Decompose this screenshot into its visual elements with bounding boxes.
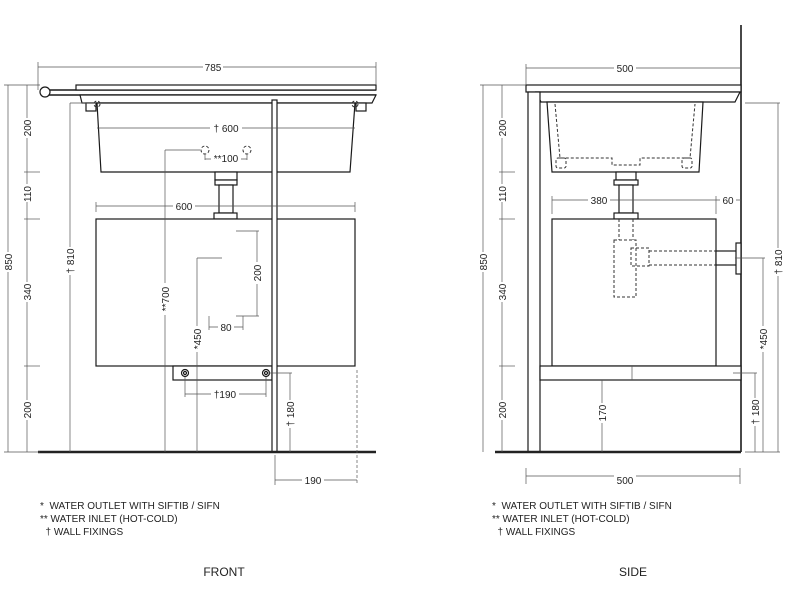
front-dimensions: 785 850 200 110 340 200 † 810 **700 *450 xyxy=(2,60,377,487)
countertop xyxy=(525,84,742,93)
dim-outlet-height: *450 xyxy=(193,328,204,349)
dim-bracket-height: † 180 xyxy=(286,401,297,426)
side-view: 500 500 850 200 110 340 200 † 810 *450 xyxy=(477,25,785,487)
dim-overall-width: 785 xyxy=(205,63,222,74)
wall-bracket xyxy=(172,365,273,381)
side-basin xyxy=(546,101,704,173)
support-post xyxy=(271,99,278,453)
dim-siphon-height: 200 xyxy=(253,264,264,281)
dim-shelf-height: 170 xyxy=(598,404,609,421)
dim-bracket-depth: 190 xyxy=(305,476,322,487)
dim-inlet-height: **700 xyxy=(161,286,172,311)
side-dim-outlet-height: *450 xyxy=(759,328,770,349)
side-view-title: SIDE xyxy=(619,565,647,579)
side-leg xyxy=(527,91,541,453)
side-dim-seg-cabinet: 340 xyxy=(498,283,509,300)
side-dim-wall-fixing-height: † 810 xyxy=(774,249,785,274)
side-trap xyxy=(613,219,742,298)
dim-inlet-spacing: **100 xyxy=(214,154,239,165)
side-dim-bracket-height: † 180 xyxy=(751,399,762,424)
front-view: 785 850 200 110 340 200 † 810 **700 *450 xyxy=(2,60,377,487)
dim-wall-fixing-height: † 810 xyxy=(66,248,77,273)
front-legend: * WATER OUTLET WITH SIFTIB / SIFN ** WAT… xyxy=(40,501,220,538)
side-dim-seg-gap: 110 xyxy=(498,186,509,202)
dim-seg-bottom: 200 xyxy=(23,401,34,418)
dim-overall-height: 850 xyxy=(4,253,15,270)
front-view-title: FRONT xyxy=(203,565,245,579)
legend-line-fixings: † WALL FIXINGS xyxy=(492,527,575,538)
dim-top-depth: 500 xyxy=(617,64,634,75)
front-cabinet xyxy=(95,218,356,367)
dim-seg-top: 200 xyxy=(23,119,34,136)
dim-cabinet-width: 600 xyxy=(176,202,193,213)
dim-cabinet-depth: 380 xyxy=(591,196,608,207)
basin xyxy=(75,84,377,173)
side-dimensions: 500 500 850 200 110 340 200 † 810 *450 xyxy=(477,62,785,487)
side-legend: * WATER OUTLET WITH SIFTIB / SIFN ** WAT… xyxy=(492,501,672,538)
dim-bracket-fixing-width: †190 xyxy=(214,390,237,401)
side-shelf xyxy=(539,365,742,381)
side-dim-seg-bottom: 200 xyxy=(498,401,509,418)
side-dim-overall-height: 850 xyxy=(479,253,490,270)
legend-line-inlet: ** WATER INLET (HOT-COLD) xyxy=(492,514,630,525)
legend-line-outlet: * WATER OUTLET WITH SIFTIB / SIFN xyxy=(40,501,220,512)
dim-basin-fixing-width: † 600 xyxy=(213,124,238,135)
legend-line-fixings: † WALL FIXINGS xyxy=(40,527,123,538)
dim-seg-cabinet: 340 xyxy=(23,283,34,300)
dim-wall-gap: 60 xyxy=(722,196,734,207)
legend-line-outlet: * WATER OUTLET WITH SIFTIB / SIFN xyxy=(492,501,672,512)
dim-bottom-depth: 500 xyxy=(617,476,634,487)
dim-seg-gap: 110 xyxy=(23,186,34,202)
side-cabinet xyxy=(551,218,717,367)
side-siphon xyxy=(613,171,639,220)
side-dim-seg-top: 200 xyxy=(498,119,509,136)
dim-siphon-width: 80 xyxy=(220,323,232,334)
legend-line-inlet: ** WATER INLET (HOT-COLD) xyxy=(40,514,178,525)
